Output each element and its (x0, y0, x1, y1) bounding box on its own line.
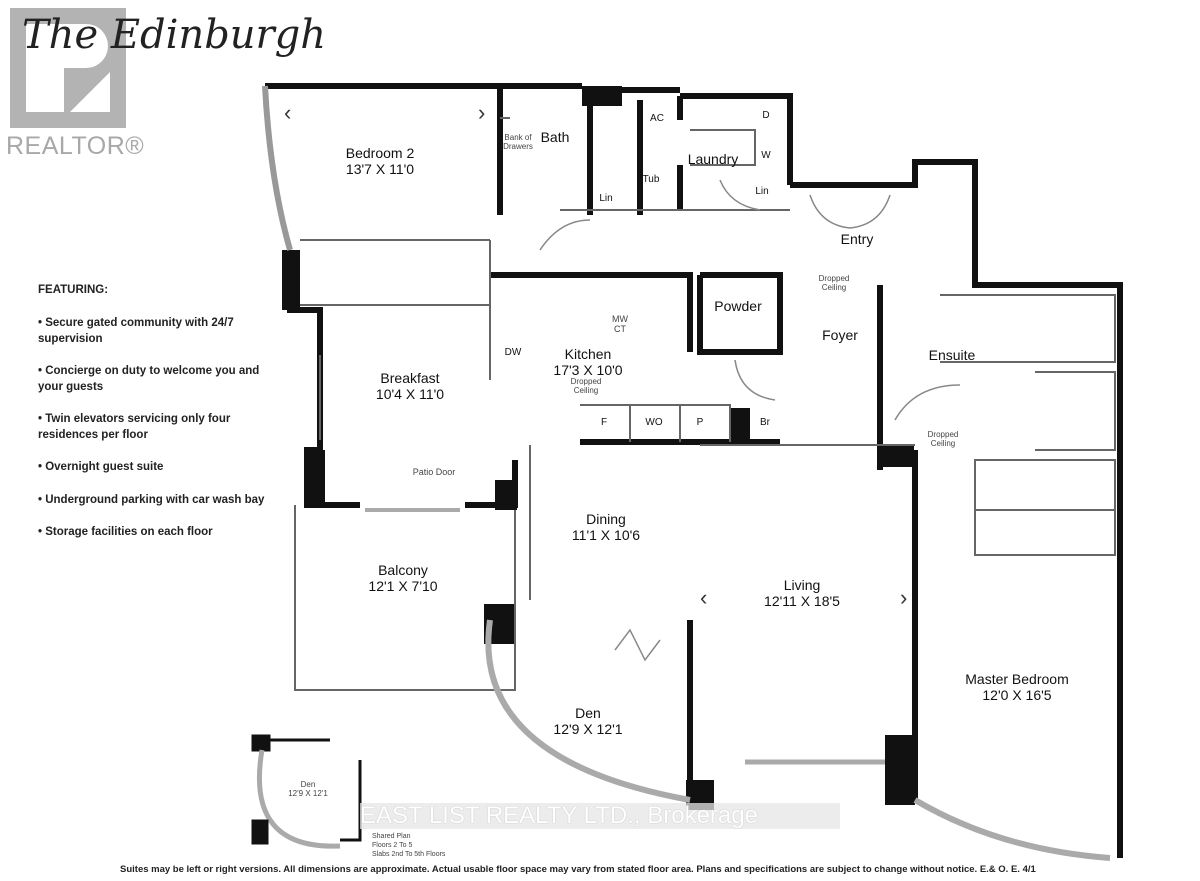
door-swings (539, 179, 961, 662)
room-name: Dining (586, 511, 626, 527)
room-laundry: Laundry (687, 151, 739, 167)
room-foyer: Foyer (822, 327, 858, 343)
windows-and-thin-walls (262, 85, 1116, 861)
feature-item: • Overnight guest suite (38, 461, 164, 474)
fixture-broom-closet: Br (760, 417, 770, 428)
inset-note: Shared Plan Floors 2 To 5 Slabs 2nd To 5… (372, 832, 445, 859)
inset-note-line: Floors 2 To 5 (372, 842, 413, 850)
fixture-countertop: CT (614, 324, 626, 334)
fixture-linen: Lin (755, 186, 769, 197)
dropped-ceiling-note: Dropped Ceiling (818, 274, 850, 293)
dropped-ceiling-note: Dropped Ceiling (570, 377, 602, 396)
arrows: ‹ › ‹ › (284, 100, 907, 610)
room-name: Bedroom 2 (345, 145, 415, 161)
realtor-logo (10, 8, 126, 128)
room-dimensions: 10'4 X 11'0 (375, 386, 445, 403)
inset-note-line: Shared Plan (372, 833, 411, 840)
patio-door-label: Patio Door (412, 467, 456, 477)
room-name: Living (783, 577, 821, 593)
dropped-ceiling-note: Dropped Ceiling (927, 430, 959, 449)
features-heading: FEATURING: (38, 284, 109, 296)
room-dimensions: 11'1 X 10'6 (571, 527, 641, 544)
fixture-dishwasher: DW (504, 347, 522, 358)
fixture-fridge: F (600, 417, 608, 428)
feature-item: • Storage facilities on each floor (38, 526, 213, 539)
room-bath: Bath (540, 129, 570, 145)
room-name: Den (300, 780, 316, 789)
svg-text:‹: ‹ (284, 100, 291, 125)
fixture-linen: Lin (599, 193, 613, 204)
fixture-microwave: MW (612, 314, 628, 324)
den-inset (251, 734, 362, 849)
svg-text:‹: ‹ (700, 585, 707, 610)
room-entry: Entry (840, 231, 874, 247)
brokerage-watermark: EAST LIST REALTY LTD., Brokerage (360, 803, 840, 829)
room-name: Breakfast (380, 370, 440, 386)
room-dimensions: 12'9 X 12'1 (288, 789, 328, 799)
fixture-wall-oven: WO (645, 417, 663, 428)
fixture-pantry: P (696, 417, 704, 428)
room-name: Kitchen (564, 346, 612, 362)
features-list: FEATURING: • Secure gated community with… (38, 284, 278, 558)
room-name: Master Bedroom (965, 671, 1069, 687)
room-name: Balcony (378, 562, 428, 578)
feature-item: • Secure gated community with 24/7 super… (38, 317, 234, 345)
building-title: The Edinburgh (22, 12, 327, 58)
room-ensuite: Ensuite (928, 347, 976, 363)
inset-note-line: Slabs 2nd To 5th Floors (372, 851, 446, 859)
fixture-bank-of-drawers: Bank of Drawers (503, 133, 533, 152)
room-powder: Powder (714, 298, 762, 314)
room-dimensions: 12'0 X 16'5 (982, 687, 1052, 704)
fixture-dryer: D (762, 110, 770, 121)
fixture-washer: W (761, 150, 771, 161)
room-dimensions: 13'7 X 11'0 (345, 161, 415, 178)
realtor-logo-text: REALTOR® (6, 132, 145, 160)
feature-item: • Underground parking with car wash bay (38, 493, 265, 506)
feature-item: • Twin elevators servicing only four res… (38, 413, 231, 441)
disclaimer: Suites may be left or right versions. Al… (120, 864, 1036, 875)
room-dimensions: 12'11 X 18'5 (764, 593, 840, 610)
room-dimensions: 12'9 X 12'1 (553, 721, 623, 738)
fixture-tub: Tub (642, 174, 660, 185)
room-dimensions: 12'1 X 7'10 (368, 578, 438, 595)
svg-text:›: › (900, 585, 907, 610)
exterior-walls (265, 83, 1123, 858)
svg-text:›: › (478, 100, 485, 125)
room-dimensions: 17'3 X 10'0 (553, 362, 623, 379)
room-name: Den (575, 705, 601, 721)
fixture-ac: AC (650, 113, 664, 124)
feature-item: • Concierge on duty to welcome you and y… (38, 365, 260, 393)
